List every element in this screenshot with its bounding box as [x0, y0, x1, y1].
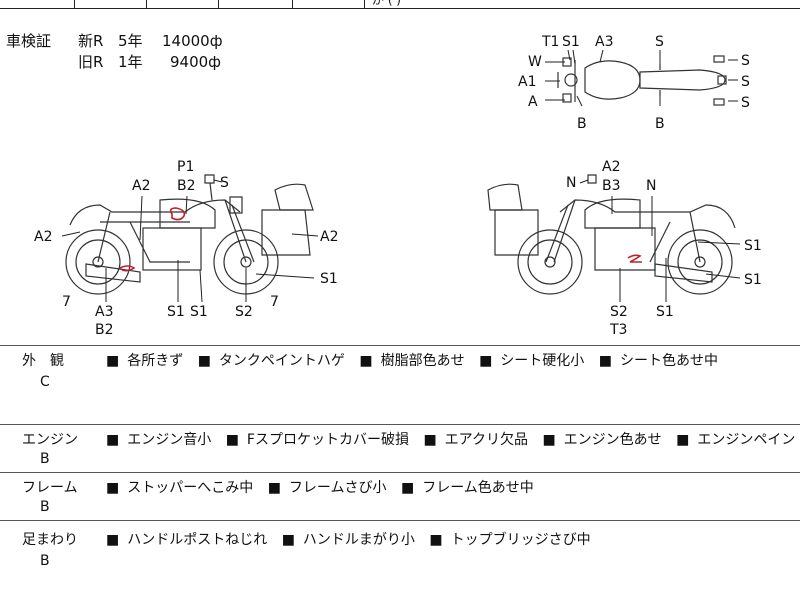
item: 樹脂部色あせ [380, 353, 465, 369]
item: ストッパーへこみ中 [127, 480, 254, 496]
section-items: ■ ハンドルポストねじれ ■ ハンドルまがり小 ■ トップブリッジさび中 [106, 529, 601, 549]
item: シート硬化小 [500, 353, 585, 369]
bullet-square: ■ [106, 432, 120, 448]
label-left-7-right: 7 [270, 294, 279, 310]
item: シート色あせ中 [619, 353, 718, 369]
reg-row-2-price: 9400ф [170, 53, 221, 71]
section-grade: C [40, 374, 50, 390]
item: トップブリッジさび中 [450, 532, 591, 548]
item: エンジン色あせ [563, 432, 662, 448]
label-top-B-right: B [655, 116, 665, 132]
top-table-strip: が ( ) [0, 0, 800, 9]
section-category: エンジン [22, 432, 78, 448]
label-left-S1b: S1 [190, 304, 208, 320]
section-items: ■ 各所きず ■ タンクペイントハゲ ■ 樹脂部色あせ ■ シート硬化小 ■ シート色あせ… [106, 350, 728, 370]
label-right-A2: A2 [602, 159, 620, 175]
item: ハンドルまがり小 [302, 532, 415, 548]
section-category: フレーム [22, 480, 78, 496]
label-left-S1-right: S1 [320, 271, 338, 287]
label-left-A2-right: A2 [320, 229, 338, 245]
label-left-S1a: S1 [167, 304, 185, 320]
left-side-motorcycle [65, 174, 314, 295]
reg-row-1-years: 5年 [118, 32, 143, 50]
label-right-N: N [566, 175, 576, 191]
reg-row-2-years: 1年 [118, 53, 143, 71]
label-left-A2-top: A2 [132, 178, 150, 194]
label-top-A1: A1 [518, 74, 536, 90]
bullet-square: ■ [400, 480, 415, 496]
label-right-T3: T3 [609, 322, 627, 338]
label-right-S1b: S1 [744, 272, 762, 288]
label-left-P1: P1 [177, 159, 194, 175]
reg-row-1-price: 14000ф [162, 32, 223, 50]
section-category: 外 観 [22, 353, 64, 369]
section-grade: B [40, 451, 50, 467]
item: ハンドルポストねじれ [127, 532, 268, 548]
section-category: 足まわり [22, 532, 78, 548]
label-top-S-r2: S [741, 74, 750, 90]
label-left-7-left: 7 [62, 294, 71, 310]
bullet-square: ■ [542, 432, 556, 448]
label-top-A3: A3 [595, 34, 613, 50]
label-top-A: A [528, 94, 538, 110]
section-engine: エンジン B ■ エンジン音小 ■ Fスプロケットカバー破損 ■ エアクリ欠品 ■ エン… [0, 424, 800, 473]
section-grade: B [40, 499, 50, 515]
item: エンジン音小 [127, 432, 212, 448]
reg-row-2-type: 旧R [78, 53, 104, 71]
label-right-N2: N [646, 178, 656, 194]
label-right-S2: S2 [610, 304, 628, 320]
label-top-T1: T1 [541, 34, 559, 50]
section-grade: B [40, 553, 50, 569]
section-exterior: 外 観 C ■ 各所きず ■ タンクペイントハゲ ■ 樹脂部色あせ ■ シート硬化小 ■… [0, 345, 800, 426]
bullet-square: ■ [423, 432, 437, 448]
section-frame: フレーム B ■ ストッパーへこみ中 ■ フレームさび小 ■ フレーム色あせ中 [0, 472, 800, 521]
item: フレームさび小 [288, 480, 387, 496]
section-items: ■ エンジン音小 ■ Fスプロケットカバー破損 ■ エアクリ欠品 ■ エンジン色あせ ■… [106, 429, 800, 449]
bullet-square: ■ [598, 353, 612, 369]
bullet-square: ■ [479, 353, 493, 369]
top-fragment: が ( ) [372, 0, 401, 7]
section-items: ■ ストッパーへこみ中 ■ フレームさび小 ■ フレーム色あせ中 [106, 477, 544, 497]
item: Fスプロケットカバー破損 [246, 432, 409, 448]
bullet-square: ■ [225, 432, 239, 448]
bullet-square: ■ [197, 353, 211, 369]
label-top-S1: S1 [562, 34, 580, 50]
bullet-square: ■ [676, 432, 690, 448]
label-left-A3: A3 [95, 304, 113, 320]
right-side-motorcycle [487, 174, 736, 295]
section-suspension: 足まわり B ■ ハンドルポストねじれ ■ ハンドルまがり小 ■ トップブリッジさび中 [0, 520, 800, 601]
label-left-A2-left: A2 [34, 229, 52, 245]
label-right-B3: B3 [602, 178, 621, 194]
registration-label: 車検証 [6, 32, 52, 50]
item: フレーム色あせ中 [422, 480, 534, 496]
label-right-S1a: S1 [744, 238, 762, 254]
label-top-B-left: B [577, 116, 587, 132]
item: エンジンペイントはげ [697, 432, 800, 448]
motorcycle-damage-diagram: T1 S1 A3 S W A1 A B B S S S P1 B2 S A2 A… [34, 34, 762, 338]
item: 各所きず [127, 353, 184, 369]
label-right-S1c: S1 [656, 304, 674, 320]
bullet-square: ■ [281, 532, 295, 548]
label-top-S: S [655, 34, 664, 50]
bullet-square: ■ [106, 353, 120, 369]
label-left-S2: S2 [235, 304, 253, 320]
item: タンクペイントハゲ [218, 353, 345, 369]
label-left-B2-bottom: B2 [95, 322, 114, 338]
bullet-square: ■ [106, 532, 120, 548]
label-left-S: S [220, 175, 229, 191]
reg-row-1-type: 新R [78, 32, 104, 50]
top-view-motorcycle [557, 55, 727, 106]
bullet-square: ■ [429, 532, 443, 548]
label-top-S-r1: S [741, 53, 750, 69]
bullet-square: ■ [267, 480, 281, 496]
bullet-square: ■ [359, 353, 373, 369]
label-left-B2: B2 [177, 178, 196, 194]
label-top-S-r3: S [741, 95, 750, 111]
item: エアクリ欠品 [444, 432, 528, 448]
label-top-W: W [528, 54, 542, 70]
bullet-square: ■ [106, 480, 120, 496]
